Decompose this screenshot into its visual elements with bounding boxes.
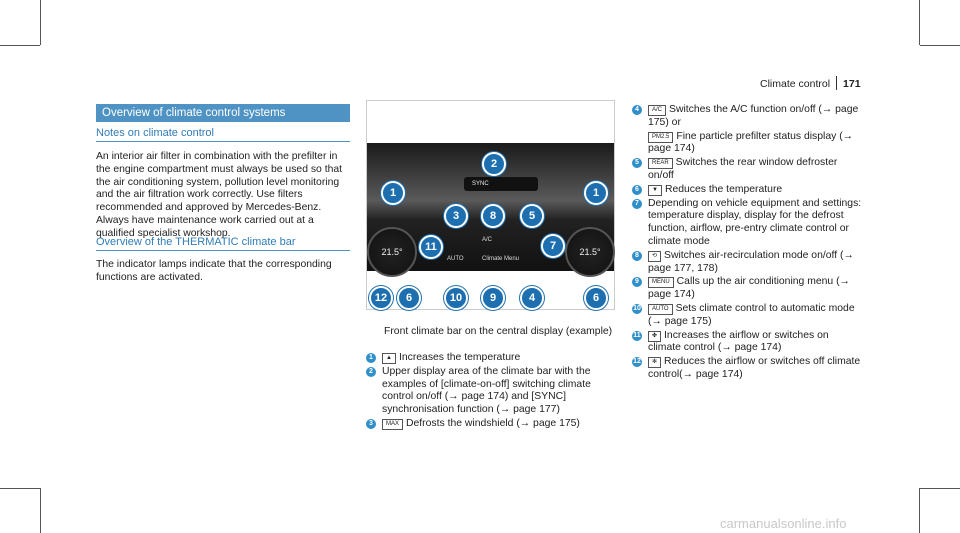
legend-text: Reduces the airflow or switches off clim… bbox=[648, 356, 861, 380]
legend-icon: ✻ bbox=[648, 357, 662, 369]
legend-icon: ▲ bbox=[382, 353, 396, 364]
legend-icon: MENU bbox=[648, 277, 674, 289]
section-name: Climate control bbox=[760, 78, 831, 90]
legend-text: Calls up the air conditioning menu (→ pa… bbox=[648, 276, 850, 301]
legend-text: Switches air-recirculation mode on/off (… bbox=[648, 249, 854, 274]
callout: 1 bbox=[584, 181, 608, 205]
legend-number: 11 bbox=[632, 330, 642, 341]
callout: 11 bbox=[419, 235, 443, 259]
legend-text: Switches the A/C function on/off (→ page… bbox=[648, 104, 859, 128]
sync-button: SYNC bbox=[464, 177, 538, 191]
section-title: Overview of climate control systems bbox=[96, 104, 350, 122]
right-temp-knob: 21.5° bbox=[565, 227, 615, 277]
crop-mark bbox=[0, 45, 40, 46]
ac-label: A/C bbox=[482, 237, 493, 243]
legend-icon: PM2.5 bbox=[648, 131, 674, 143]
legend-list-middle: 1 ▲Increases the temperature 2 Upper displa… bbox=[366, 352, 616, 432]
legend-text: Fine particle prefilter status display (… bbox=[648, 130, 854, 155]
watermark: carmanualsonline.info bbox=[720, 516, 847, 531]
legend-number: 4 bbox=[632, 105, 642, 115]
crop-mark bbox=[40, 0, 41, 45]
notes-text: An interior air filter in combination wi… bbox=[96, 151, 343, 239]
legend-item: 12 ✻Reduces the airflow or switches off c… bbox=[632, 356, 862, 382]
crop-mark bbox=[920, 45, 960, 46]
crop-mark bbox=[919, 488, 920, 533]
legend-item: 7 Depending on vehicle equipment and sett… bbox=[632, 198, 862, 249]
legend-number: 6 bbox=[632, 184, 642, 195]
legend-text: Switches the rear window defroster on/of… bbox=[648, 157, 838, 181]
legend-number: 5 bbox=[632, 158, 642, 169]
legend-text: Reduces the temperature bbox=[664, 183, 783, 195]
callout: 6 bbox=[584, 286, 608, 310]
legend-item: 11 ✤Increases the airflow or switches on … bbox=[632, 330, 862, 356]
callout: 5 bbox=[520, 204, 544, 228]
legend-text: Increases the airflow or switches on cli… bbox=[648, 329, 829, 354]
legend-number: 1 bbox=[366, 353, 376, 363]
legend-text: Increases the temperature bbox=[398, 352, 521, 363]
legend-text: Sets climate control to automatic mode (… bbox=[648, 302, 855, 327]
legend-icon: AUTO bbox=[648, 303, 673, 315]
notes-title: Notes on climate control bbox=[96, 127, 350, 142]
legend-icon: ▼ bbox=[648, 184, 662, 196]
legend-icon: MAX bbox=[382, 418, 404, 430]
legend-icon: REAR bbox=[648, 158, 673, 170]
legend-number: 3 bbox=[366, 418, 376, 429]
figure-caption: Front climate bar on the central display… bbox=[384, 326, 613, 337]
auto-label: AUTO bbox=[447, 256, 464, 262]
legend-number: 10 bbox=[632, 303, 642, 314]
legend-item: 1 ▲Increases the temperature bbox=[366, 352, 616, 365]
climate-menu-label: Climate Menu bbox=[482, 256, 520, 262]
page-number: 171 bbox=[843, 78, 861, 90]
callout: 10 bbox=[444, 286, 468, 310]
callout: 12 bbox=[369, 286, 393, 310]
callout: 3 bbox=[444, 204, 468, 228]
crop-mark bbox=[40, 488, 41, 533]
climate-bar-figure: SYNC 21.5° 21.5° A/C AUTO Climate Menu 1… bbox=[366, 100, 615, 310]
callout: 4 bbox=[520, 286, 544, 310]
legend-number: 12 bbox=[632, 357, 642, 368]
callout: 8 bbox=[481, 204, 505, 228]
legend-icon: ✤ bbox=[648, 330, 662, 342]
callout: 2 bbox=[482, 152, 506, 176]
legend-number: 9 bbox=[632, 277, 642, 288]
crop-mark bbox=[919, 0, 920, 45]
callout: 9 bbox=[481, 286, 505, 310]
running-header: Climate control 171 bbox=[760, 76, 861, 90]
legend-number: 8 bbox=[632, 250, 642, 261]
legend-icon: ⟲ bbox=[648, 250, 662, 262]
header-divider bbox=[836, 76, 838, 90]
legend-text: Defrosts the windshield (→ page 175) bbox=[406, 417, 580, 429]
legend-text: Depending on vehicle equipment and setti… bbox=[648, 197, 862, 247]
legend-icon: A/C bbox=[648, 105, 667, 116]
callout: 6 bbox=[397, 286, 421, 310]
callout: 1 bbox=[381, 181, 405, 205]
legend-number: 2 bbox=[366, 366, 376, 377]
legend-item: 2 Upper display area of the climate bar w… bbox=[366, 366, 616, 417]
crop-mark bbox=[0, 488, 40, 489]
legend-item: 8 ⟲Switches air-recirculation mode on/off… bbox=[632, 250, 862, 276]
legend-item: 6 ▼Reduces the temperature bbox=[632, 184, 862, 197]
left-temp-knob: 21.5° bbox=[367, 227, 417, 277]
crop-mark bbox=[920, 488, 960, 489]
legend-number: 7 bbox=[632, 198, 642, 209]
legend-text: Upper display area of the climate bar wi… bbox=[382, 365, 591, 416]
thermatic-text: The indicator lamps indicate that the co… bbox=[96, 259, 332, 283]
callout: 7 bbox=[541, 234, 565, 258]
thermatic-title: Overview of the THERMATIC climate bar bbox=[96, 236, 350, 251]
